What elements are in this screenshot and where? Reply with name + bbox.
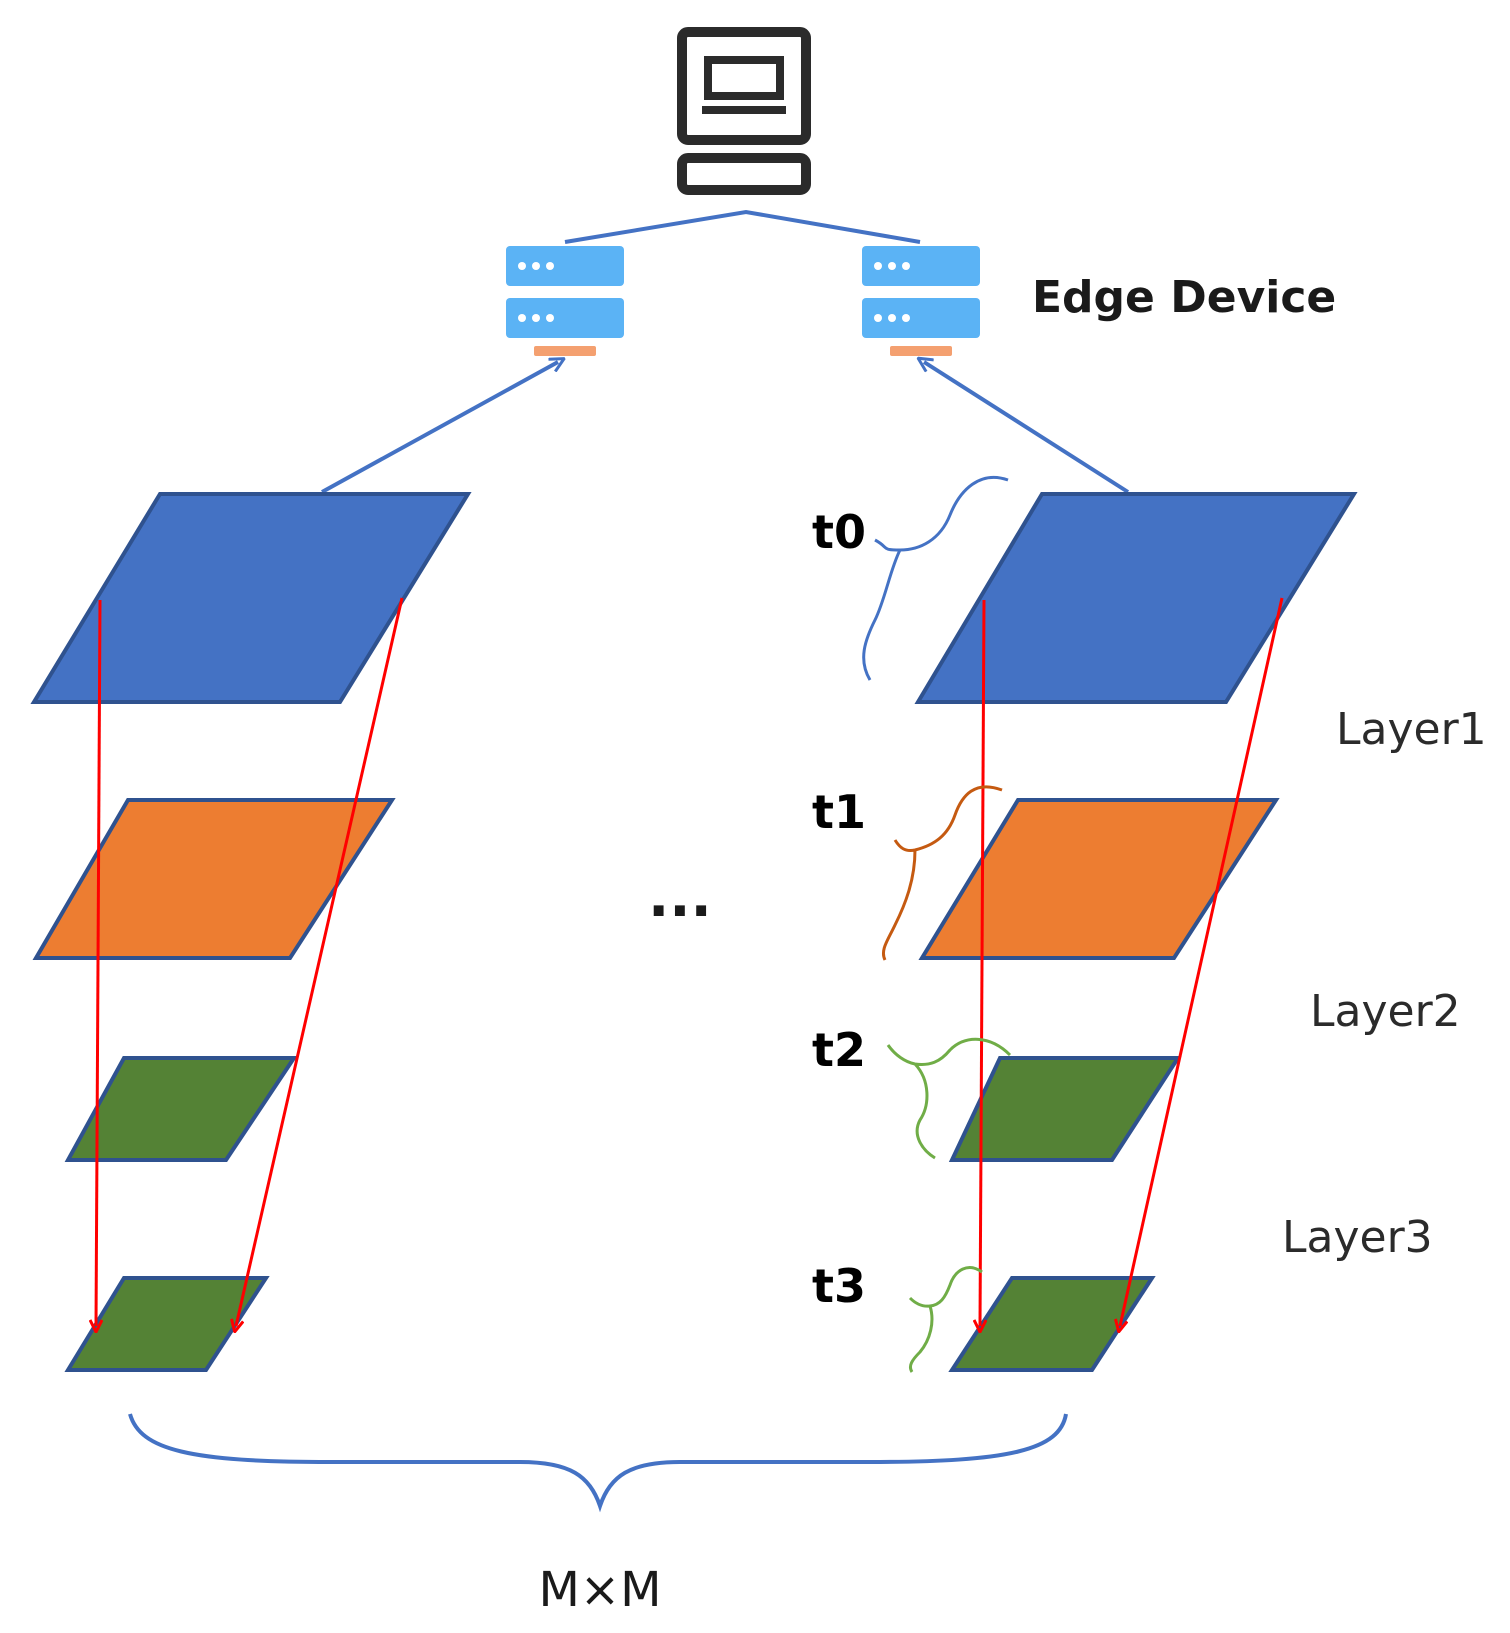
- left-layer-t1: [32, 798, 396, 960]
- right-layer-t1: [918, 798, 1280, 960]
- computer-to-servers-link: [564, 209, 921, 244]
- left-projection-arrow-1: [96, 599, 100, 1326]
- bottom-brace: [128, 1413, 1068, 1513]
- left-upload-arrow: [321, 362, 558, 494]
- right-layer-t2: [948, 1056, 1182, 1162]
- left-layer-t0: [30, 492, 472, 704]
- server-icon: [506, 246, 624, 356]
- right-upload-arrow: [924, 362, 1130, 494]
- layer-label-2: Layer2: [1310, 986, 1461, 1037]
- time-label-t0: t0: [812, 505, 866, 559]
- right-layer-t3: [948, 1276, 1156, 1372]
- t0-bracket-curve: [862, 475, 1009, 681]
- left-layer-t2: [64, 1056, 298, 1162]
- edge-device-label: Edge Device: [1032, 272, 1336, 323]
- server-icon: [862, 246, 980, 356]
- time-label-t1: t1: [812, 785, 866, 839]
- layer-label-1: Layer1: [1336, 704, 1487, 755]
- t3-bracket-curve: [908, 1266, 983, 1373]
- computer-icon: [677, 27, 811, 195]
- right-projection-arrow-1: [980, 599, 984, 1326]
- time-label-t3: t3: [812, 1259, 866, 1313]
- ellipsis-text: ···: [648, 879, 712, 944]
- layer-label-3: Layer3: [1282, 1212, 1433, 1263]
- right-layer-t0: [914, 492, 1358, 704]
- time-label-t2: t2: [812, 1023, 866, 1077]
- t1-bracket-curve: [881, 785, 1003, 961]
- bottom-label: M×M: [538, 1562, 661, 1618]
- left-projection-arrow-2: [236, 597, 404, 1326]
- left-layer-t3: [64, 1276, 270, 1372]
- t2-bracket-curve: [886, 1037, 1012, 1160]
- right-projection-arrow-2: [1120, 597, 1284, 1326]
